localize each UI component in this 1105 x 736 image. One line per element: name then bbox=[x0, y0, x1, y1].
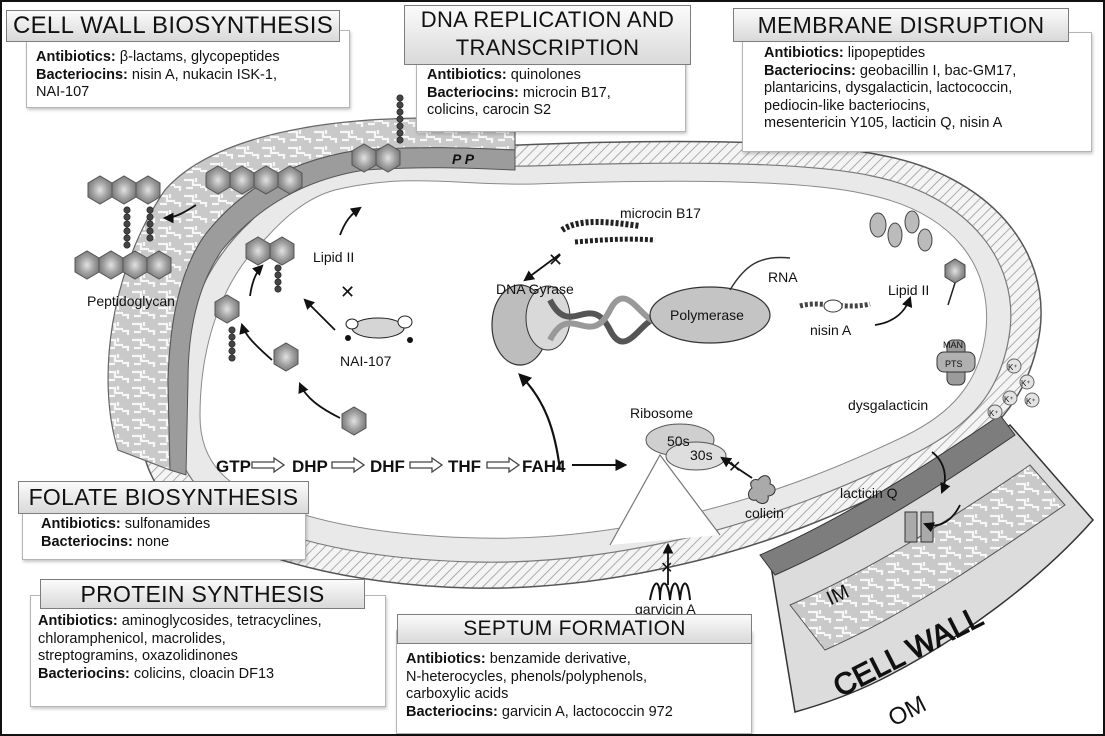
membrane-bacteriocins-line: Bacteriocins: geobacillin I, bac-GM17, bbox=[764, 63, 1089, 81]
protein-box-body: Antibiotics: aminoglycosides, tetracycli… bbox=[38, 613, 383, 683]
metabolite-thf: THF bbox=[448, 457, 481, 476]
lacticin-label: lacticin Q bbox=[840, 485, 898, 501]
inhibition-x: ✕ bbox=[548, 250, 563, 270]
metabolite-dhp: DHP bbox=[292, 457, 328, 476]
lipid-ii-left-label: Lipid II bbox=[313, 249, 354, 265]
dna-title-line2: TRANSCRIPTION bbox=[405, 34, 690, 62]
hexagon-unit bbox=[99, 251, 123, 279]
septum-antibiotics-line2: N-heterocycles, phenols/polyphenols, bbox=[406, 669, 751, 687]
pp-label: P P bbox=[452, 151, 475, 167]
ribosome-50s-label: 50s bbox=[667, 433, 690, 449]
cell-wall-antibiotics-line: Antibiotics: β-lactams, glycopeptides bbox=[36, 49, 346, 67]
membrane-bacteriocins-line3: pediocin-like bacteriocins, bbox=[764, 98, 1089, 116]
membrane-box-body: Antibiotics: lipopeptides Bacteriocins: … bbox=[764, 45, 1089, 133]
septum-box-body: Antibiotics: benzamide derivative, N-het… bbox=[406, 651, 751, 721]
rna-label: RNA bbox=[768, 269, 798, 285]
nisin-label: nisin A bbox=[810, 322, 852, 338]
ribosome-label: Ribosome bbox=[630, 405, 693, 421]
dna-gyrase-label: DNA Gyrase bbox=[496, 281, 574, 297]
protein-bacteriocins-line: Bacteriocins: colicins, cloacin DF13 bbox=[38, 666, 383, 684]
protein-antibiotics-line2: chloramphenicol, macrolides, bbox=[38, 631, 383, 649]
folate-box-title: FOLATE BIOSYNTHESIS bbox=[18, 481, 309, 514]
microcin-label: microcin B17 bbox=[620, 205, 701, 221]
protein-synthesis-box: Antibiotics: aminoglycosides, tetracycli… bbox=[30, 595, 386, 707]
hexagon-unit bbox=[112, 176, 136, 204]
k-ion-label: K⁺ bbox=[1004, 395, 1014, 404]
dna-bacteriocins-line2: colicins, carocin S2 bbox=[427, 102, 682, 120]
pts-label: PTS bbox=[945, 359, 963, 369]
man-label: MAN bbox=[943, 340, 963, 350]
inhibition-x: ✕ bbox=[660, 560, 673, 577]
k-ion-label: K⁺ bbox=[1026, 397, 1036, 406]
membrane-box-title: MEMBRANE DISRUPTION bbox=[733, 8, 1069, 42]
cell-wall-bacteriocins-line2: NAI-107 bbox=[36, 84, 346, 102]
peptide-chain bbox=[229, 327, 235, 361]
cell-wall-box-title: CELL WALL BIOSYNTHESIS bbox=[6, 10, 340, 42]
membrane-bacteriocins-line2: plantaricins, dysgalacticin, lactococcin… bbox=[764, 80, 1089, 98]
k-ion-label: K⁺ bbox=[989, 409, 999, 418]
metabolite-dhf: DHF bbox=[370, 457, 405, 476]
cell-wall-box-body: Antibiotics: β-lactams, glycopeptides Ba… bbox=[36, 49, 346, 102]
metabolite-fah4: FAH4 bbox=[522, 457, 566, 476]
dna-bacteriocins-line: Bacteriocins: microcin B17, bbox=[427, 85, 682, 103]
cell-wall-bacteriocins-line: Bacteriocins: nisin A, nukacin ISK-1, bbox=[36, 67, 346, 85]
dna-box-body: Antibiotics: quinolones Bacteriocins: mi… bbox=[427, 67, 682, 120]
garvicin-helix bbox=[650, 584, 690, 601]
protein-antibiotics-line3: streptogramins, oxazolidinones bbox=[38, 648, 383, 666]
hexagon-unit bbox=[88, 176, 112, 204]
lipid-ii-right-label: Lipid II bbox=[888, 282, 929, 298]
ribosome-30s-label: 30s bbox=[690, 447, 713, 463]
septum-antibiotics-line3: carboxylic acids bbox=[406, 686, 751, 704]
septum-bacteriocins-line: Bacteriocins: garvicin A, lactococcin 97… bbox=[406, 704, 751, 722]
peptidoglycan-label: Peptidoglycan bbox=[87, 293, 175, 309]
septum-formation-box: Antibiotics: benzamide derivative, N-het… bbox=[396, 630, 752, 734]
septum-antibiotics-line: Antibiotics: benzamide derivative, bbox=[406, 651, 751, 669]
membrane-disruption-box: Antibiotics: lipopeptides Bacteriocins: … bbox=[742, 32, 1092, 152]
peptide-chain bbox=[147, 207, 153, 241]
protein-antibiotics-line: Antibiotics: aminoglycosides, tetracycli… bbox=[38, 613, 383, 631]
k-ion-label: K⁺ bbox=[1021, 379, 1031, 388]
membrane-antibiotics-line: Antibiotics: lipopeptides bbox=[764, 45, 1089, 63]
dna-title-line1: DNA REPLICATION AND bbox=[405, 6, 690, 34]
hexagon-unit bbox=[136, 176, 160, 204]
folate-box-body: Antibiotics: sulfonamides Bacteriocins: … bbox=[41, 516, 303, 551]
folate-antibiotics-line: Antibiotics: sulfonamides bbox=[41, 516, 303, 534]
dysgalacticin-label: dysgalacticin bbox=[848, 397, 928, 413]
dna-replication-box: Antibiotics: quinolones Bacteriocins: mi… bbox=[416, 58, 686, 132]
nai107-label: NAI-107 bbox=[340, 353, 392, 369]
metabolite-gtp: GTP bbox=[216, 457, 251, 476]
k-ion-label: K⁺ bbox=[1008, 363, 1018, 372]
polymerase-label: Polymerase bbox=[670, 307, 744, 323]
peptide-chain bbox=[124, 207, 130, 248]
septum-box-title: SEPTUM FORMATION bbox=[397, 614, 752, 644]
folate-bacteriocins-line: Bacteriocins: none bbox=[41, 534, 303, 552]
colicin-label: colicin bbox=[745, 505, 784, 521]
dna-antibiotics-line: Antibiotics: quinolones bbox=[427, 67, 682, 85]
hexagon-unit bbox=[75, 251, 99, 279]
inhibition-x: ✕ bbox=[340, 282, 355, 302]
om-label: OM bbox=[884, 691, 931, 733]
membrane-bacteriocins-line4: mesentericin Y105, lacticin Q, nisin A bbox=[764, 115, 1089, 133]
protein-box-title: PROTEIN SYNTHESIS bbox=[40, 579, 365, 609]
dna-box-title: DNA REPLICATION AND TRANSCRIPTION bbox=[404, 5, 691, 65]
